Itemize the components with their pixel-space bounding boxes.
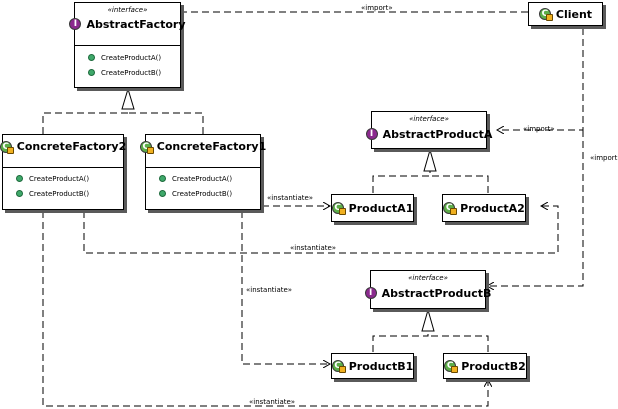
operation-name: CreateProductB()	[29, 189, 90, 198]
realization-productb1-to-abstractproductb	[372, 331, 429, 352]
concretefactory1-class-box[interactable]: C ConcreteFactory1 CreateProductA() Crea…	[139, 134, 266, 210]
instantiate-concretefactory2-to-productb2	[42, 211, 488, 407]
concretefactory2-class-box[interactable]: C ConcreteFactory2 CreateProductA() Crea…	[0, 134, 127, 210]
concretefactory1-operations: CreateProductA() CreateProductB()	[146, 168, 260, 201]
abstractproducta-name: AbstractProductA	[382, 127, 493, 141]
producta2-header: C ProductA2	[443, 195, 525, 221]
abstractproducta-header: I AbstractProductA	[365, 123, 492, 145]
instantiate-label-a2: «instantiate»	[290, 244, 336, 252]
abstractproductb-stereotype: «interface»	[408, 274, 448, 282]
import-label-client-side: «import»	[590, 154, 618, 162]
producta1-header: C ProductA1	[331, 195, 414, 221]
productb2-header: C ProductB2	[444, 354, 526, 378]
abstractfactory-operations: CreateProductA() CreateProductB()	[75, 46, 180, 80]
concretefactory2-operations: CreateProductA() CreateProductB()	[3, 168, 123, 201]
class-icon: C	[443, 202, 458, 215]
concretefactory1-header: C ConcreteFactory1	[139, 135, 266, 158]
abstractproducta-class-box[interactable]: «interface» I AbstractProductA	[365, 111, 492, 149]
productb1-name: ProductB1	[348, 359, 414, 373]
operation-row: CreateProductB()	[3, 186, 123, 201]
operation-row: CreateProductB()	[146, 186, 260, 201]
import-label-producta: «import»	[523, 125, 555, 133]
producta1-name: ProductA1	[348, 201, 414, 215]
client-class-box[interactable]: C Client	[528, 2, 603, 26]
interface-icon: I	[365, 128, 378, 140]
producta2-class-box[interactable]: C ProductA2	[442, 194, 526, 222]
class-icon: C	[0, 140, 14, 154]
class-icon: C	[331, 360, 346, 373]
concretefactory1-name: ConcreteFactory1	[156, 140, 267, 153]
abstractproducta-stereotype: «interface»	[409, 115, 449, 123]
operation-row: CreateProductA()	[3, 171, 123, 186]
public-method-icon	[159, 190, 166, 197]
public-method-icon	[16, 175, 23, 182]
instantiate-label-a1: «instantiate»	[267, 194, 313, 202]
operation-row: CreateProductB()	[75, 65, 180, 80]
abstractfactory-class-box[interactable]: «interface» I AbstractFactory CreateProd…	[69, 2, 186, 88]
productb2-class-box[interactable]: C ProductB2	[443, 353, 527, 379]
abstractproductb-class-box[interactable]: «interface» I AbstractProductB	[364, 270, 491, 309]
operation-name: CreateProductA()	[29, 174, 90, 183]
public-method-icon	[16, 190, 23, 197]
realization-concretefactory1-to-abstractfactory	[128, 112, 204, 134]
import-label-factory: «import»	[361, 4, 393, 12]
concretefactory2-header: C ConcreteFactory2	[0, 135, 127, 158]
realization-triangle-abstractproducta	[423, 148, 437, 172]
realization-triangle-abstractfactory	[121, 87, 135, 110]
producta1-class-box[interactable]: C ProductA1	[331, 194, 414, 222]
productb1-class-box[interactable]: C ProductB1	[331, 353, 414, 379]
abstractfactory-stereotype: «interface»	[107, 6, 148, 14]
class-icon: C	[331, 202, 346, 215]
instantiate-concretefactory2-to-producta2	[83, 206, 559, 254]
instantiate-concretefactory1-to-productb1	[241, 211, 330, 364]
productb2-name: ProductB2	[461, 359, 526, 373]
realization-triangle-abstractproductb	[421, 308, 435, 332]
operation-row: CreateProductA()	[75, 50, 180, 65]
productb1-header: C ProductB1	[331, 354, 414, 378]
abstractfactory-name: AbstractFactory	[86, 17, 186, 31]
operation-name: CreateProductA()	[172, 174, 233, 183]
concretefactory1-separator	[146, 167, 260, 168]
client-name: Client	[555, 7, 593, 21]
realization-producta2-to-abstractproducta	[430, 175, 489, 193]
public-method-icon	[159, 175, 166, 182]
realization-producta1-to-abstractproducta	[372, 171, 431, 193]
concretefactory2-separator	[3, 167, 123, 168]
concretefactory2-name: ConcreteFactory2	[16, 140, 127, 153]
import-client-to-abstractproductb	[487, 130, 584, 286]
realization-productb2-to-abstractproductb	[428, 335, 489, 352]
abstractproductb-header: I AbstractProductB	[364, 282, 491, 304]
interface-icon: I	[364, 287, 377, 299]
interface-icon: I	[69, 18, 82, 30]
operation-name: CreateProductB()	[101, 68, 162, 77]
public-method-icon	[88, 54, 95, 61]
instantiate-label-b1: «instantiate»	[246, 286, 292, 294]
abstractfactory-header: I AbstractFactory	[69, 14, 186, 34]
abstractproductb-name: AbstractProductB	[381, 286, 492, 300]
public-method-icon	[88, 69, 95, 76]
realization-concretefactory2-to-abstractfactory	[42, 109, 129, 134]
class-icon: C	[139, 140, 154, 154]
operation-name: CreateProductB()	[172, 189, 233, 198]
instantiate-label-b2: «instantiate»	[249, 398, 295, 406]
operation-row: CreateProductA()	[146, 171, 260, 186]
client-header: C Client	[529, 3, 602, 25]
class-icon: C	[444, 360, 459, 373]
operation-name: CreateProductA()	[101, 53, 162, 62]
import-client-to-abstractproducta	[497, 28, 584, 130]
class-icon: C	[538, 8, 553, 21]
abstractfactory-separator	[75, 45, 180, 46]
producta2-name: ProductA2	[460, 201, 525, 215]
